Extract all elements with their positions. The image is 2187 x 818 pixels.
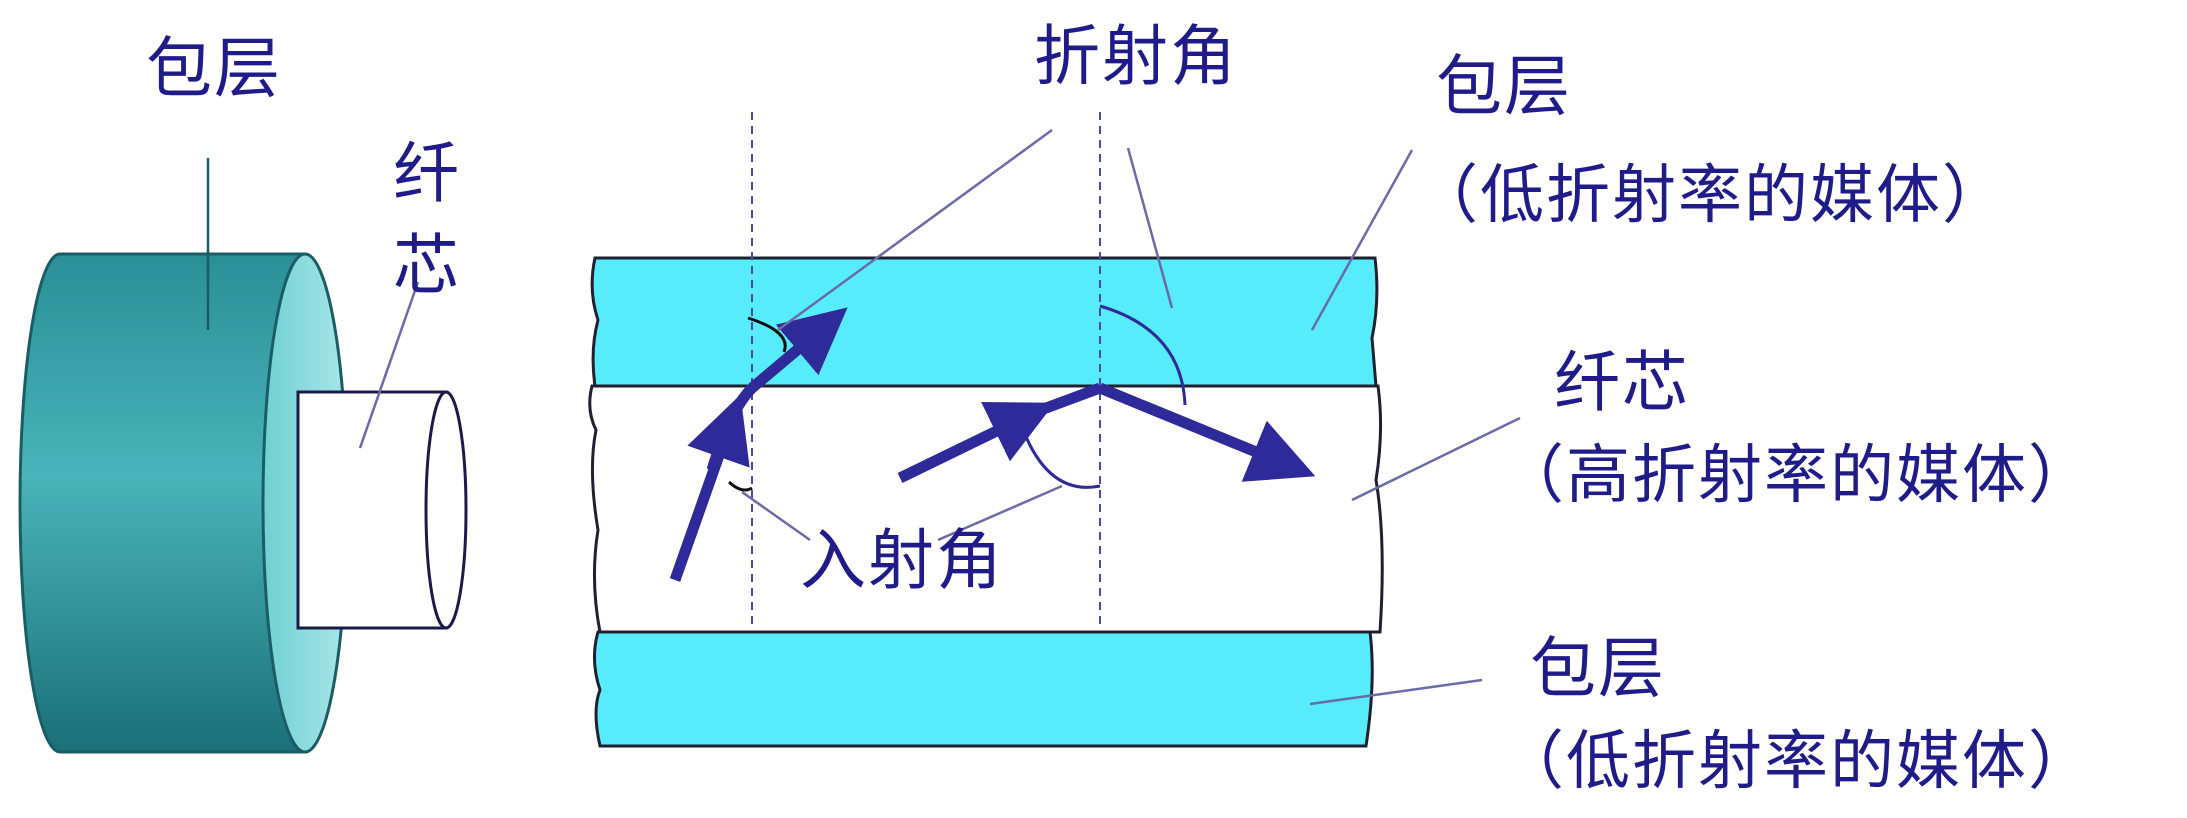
label-refraction-angle: 折射角: [1034, 18, 1238, 95]
label-bottom-cladding-note: （低折射率的媒体）: [1500, 725, 2094, 799]
core-cylinder-body: [296, 390, 448, 630]
leader-core: [1351, 416, 1521, 502]
label-left-cladding: 包层: [146, 30, 282, 107]
label-top-cladding-note: （低折射率的媒体）: [1414, 159, 2008, 233]
label-top-cladding: 包层: [1436, 48, 1572, 125]
reflected-ray-right: [1097, 382, 1316, 482]
label-core-note: （高折射率的媒体）: [1500, 439, 2094, 513]
label-core: 纤芯: [1554, 344, 1690, 421]
leader-incidence-angle-b: [937, 484, 1063, 542]
cladding-cylinder-body: [18, 252, 307, 754]
label-bottom-cladding: 包层: [1530, 630, 1666, 707]
label-left-core: 纤芯: [393, 135, 459, 304]
leader-refraction-angle-b: [1126, 147, 1174, 309]
refracted-ray-left: [748, 307, 848, 393]
bottom-cladding-band: [593, 630, 1374, 748]
fiber-cylinder: [18, 158, 468, 754]
core-band: [588, 384, 1384, 634]
ray-bend-left: [706, 384, 757, 472]
leader-bottom-cladding: [1309, 678, 1483, 706]
top-cladding-band: [590, 256, 1379, 388]
incidence-angle-arc-left: [727, 480, 753, 492]
leader-refraction-angle-a: [777, 128, 1053, 332]
fiber-cross-section: [588, 112, 1521, 748]
incident-ray-right: [897, 401, 1055, 483]
leader-top-cladding: [1310, 149, 1414, 331]
ray-join-right: [1028, 382, 1102, 420]
refraction-angle-arc-left: [747, 316, 787, 353]
refraction-angle-arc-right: [1099, 304, 1187, 406]
leader-incidence-angle-a: [741, 490, 811, 542]
incidence-angle-arc-right: [1022, 431, 1101, 489]
core-cylinder-end: [424, 390, 468, 630]
leader-left-core: [358, 281, 420, 449]
label-incidence-angle: 入射角: [800, 522, 1004, 599]
